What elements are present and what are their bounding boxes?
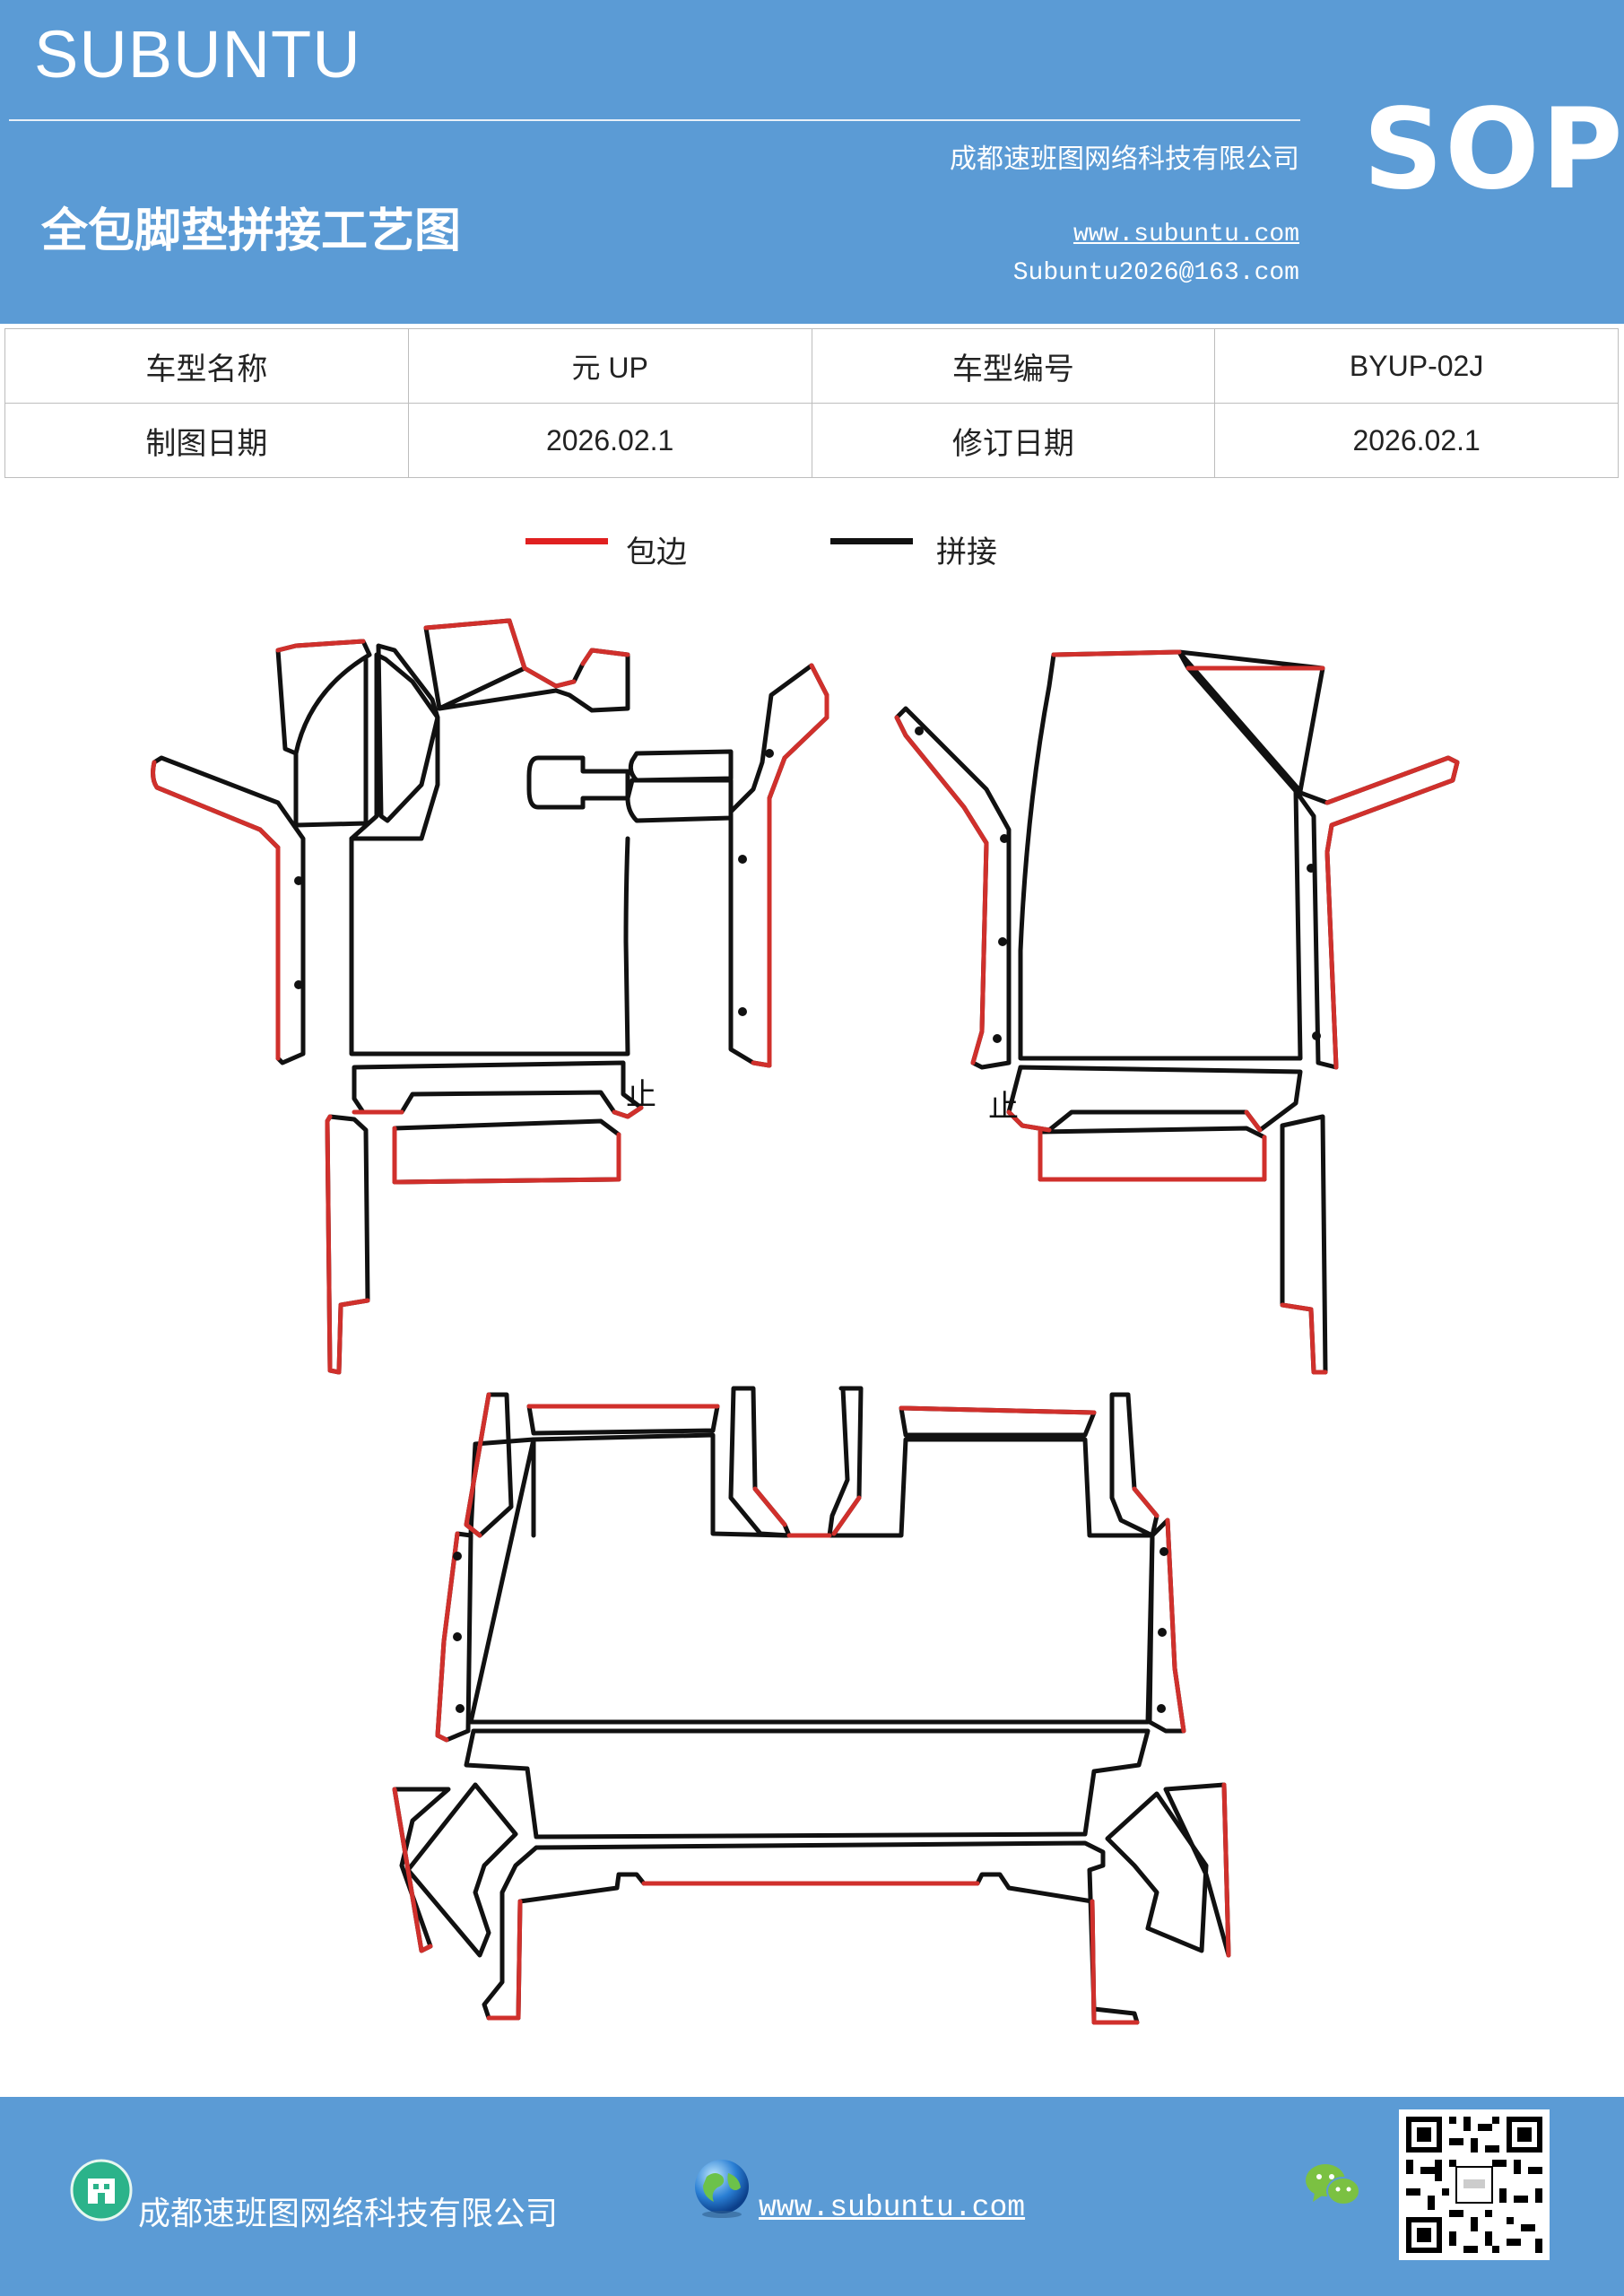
header-divider [9, 119, 1300, 121]
revise-date-value: 2026.02.1 [1214, 403, 1619, 478]
legend-edge-label: 包边 [626, 535, 687, 570]
footer-company: 成都速班图网络科技有限公司 [138, 2196, 559, 2232]
website-link[interactable]: www.subuntu.com [1073, 221, 1299, 248]
qr-code[interactable] [1399, 2109, 1550, 2260]
stop-mark-right: 止 [988, 1089, 1019, 1125]
brand-name: SUBUNTU [34, 17, 361, 91]
table-row: 车型名称 元 UP 车型编号 BYUP-02J [4, 328, 1619, 404]
company-name: 成都速班图网络科技有限公司 [950, 144, 1299, 175]
model-name-label: 车型名称 [4, 328, 409, 404]
legend-seam-swatch [830, 538, 913, 544]
model-name-value: 元 UP [407, 328, 812, 404]
email-address[interactable]: Subuntu2026@163.com [1012, 259, 1299, 287]
page-title: 全包脚垫拼接工艺图 [41, 204, 462, 258]
front-left-mat [151, 618, 829, 1375]
sop-badge: SOP [1363, 85, 1624, 214]
header-banner [0, 0, 1624, 324]
legend-seam-label: 拼接 [936, 535, 997, 570]
building-icon [70, 2159, 133, 2222]
model-code-value: BYUP-02J [1214, 328, 1619, 404]
revise-date-label: 修订日期 [811, 403, 1216, 478]
globe-icon [695, 2160, 749, 2218]
legend: 包边 拼接 [0, 527, 1624, 570]
draw-date-label: 制图日期 [4, 403, 409, 478]
footer-website[interactable]: www.subuntu.com [759, 2191, 1026, 2224]
legend-edge-swatch [525, 538, 608, 544]
model-code-label: 车型编号 [811, 328, 1216, 404]
vehicle-info-table: 车型名称 元 UP 车型编号 BYUP-02J 制图日期 2026.02.1 修… [4, 328, 1619, 478]
stop-mark-left: 止 [626, 1077, 656, 1113]
draw-date-value: 2026.02.1 [407, 403, 812, 478]
wechat-icon [1306, 2164, 1360, 2205]
table-row: 制图日期 2026.02.1 修订日期 2026.02.1 [4, 403, 1619, 478]
